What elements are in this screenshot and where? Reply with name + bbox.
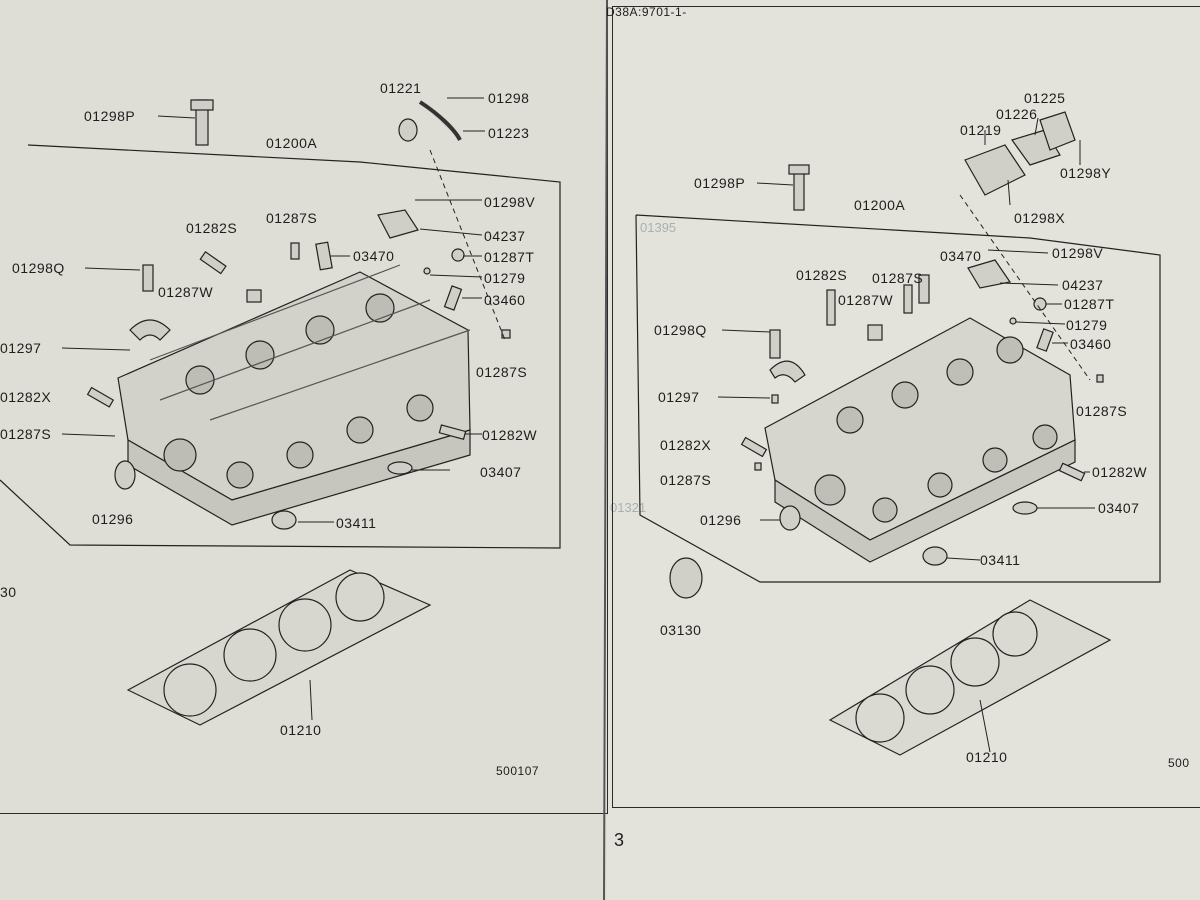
right-label-01219: 01219: [960, 122, 1002, 138]
page-number: 3: [614, 830, 625, 850]
book-spine: [603, 0, 608, 900]
left-label-01282S: 01282S: [186, 220, 238, 236]
right-label-01225: 01225: [1024, 90, 1066, 106]
left-label-04237: 04237: [484, 228, 526, 244]
right-label-01297: 01297: [658, 389, 700, 405]
left-label-01298: 01298: [488, 90, 530, 106]
left-label-01221: 01221: [380, 80, 422, 96]
right-label-01282X: 01282X: [660, 437, 712, 453]
right-label-03470: 03470: [940, 248, 982, 264]
left-label-01279: 01279: [484, 270, 526, 286]
right-label-01282W: 01282W: [1092, 464, 1148, 480]
left-label-01223: 01223: [488, 125, 530, 141]
left-assembly-box: [0, 144, 561, 549]
right-leader-lines: [717, 117, 1095, 753]
right-label-01287S-left: 01287S: [660, 472, 712, 488]
right-head-gasket: [828, 599, 1112, 756]
right-label-01287W: 01287W: [838, 292, 894, 308]
right-label-01200A: 01200A: [854, 197, 906, 213]
right-label-01298Y: 01298Y: [1060, 165, 1112, 181]
right-label-01279: 01279: [1066, 317, 1108, 333]
left-figure-id: 500107: [496, 764, 540, 778]
show-through-text: 01321: [610, 500, 647, 515]
right-label-01296: 01296: [700, 512, 742, 528]
right-label-01298Q: 01298Q: [654, 322, 707, 338]
left-label-03411: 03411: [336, 515, 377, 531]
right-label-04237: 04237: [1062, 277, 1104, 293]
left-label-01287W: 01287W: [158, 284, 214, 300]
right-housing-01219: [964, 144, 1026, 196]
left-page-border: [0, 0, 608, 814]
left-label-01210: 01210: [280, 722, 322, 738]
left-label-01200A: 01200A: [266, 135, 318, 151]
right-figure-id: 500: [1168, 756, 1190, 770]
right-label-01282S: 01282S: [796, 267, 848, 283]
right-label-01298X: 01298X: [1014, 210, 1066, 226]
right-cylinder-head: [764, 317, 1076, 563]
left-label-01282X: 01282X: [0, 389, 52, 405]
left-head-gasket: [126, 569, 432, 726]
right-label-01287T: 01287T: [1064, 296, 1115, 312]
left-label-01282W: 01282W: [482, 427, 538, 443]
right-label-01298P: 01298P: [694, 175, 746, 191]
left-label-01297: 01297: [0, 340, 42, 356]
left-small-parts: [86, 99, 511, 530]
left-cylinder-head: [117, 264, 471, 526]
left-label-01298Q: 01298Q: [12, 260, 65, 276]
left-label-01296: 01296: [92, 511, 134, 527]
right-label-03130: 03130: [660, 622, 702, 638]
left-label-03470: 03470: [353, 248, 395, 264]
right-label-03411: 03411: [980, 552, 1021, 568]
left-label-01287S-right: 01287S: [476, 364, 528, 380]
right-label-01287S-top: 01287S: [872, 270, 924, 286]
show-through-text: 01395: [640, 220, 677, 235]
right-label-03460: 03460: [1070, 336, 1112, 352]
left-bracket-04237: [377, 209, 419, 239]
right-page-border: [612, 6, 1200, 808]
left-label-03460: 03460: [484, 292, 526, 308]
right-label-01287S-right: 01287S: [1076, 403, 1128, 419]
right-label-03407: 03407: [1098, 500, 1140, 516]
right-assembly-box: [635, 214, 1161, 583]
right-label-01298V: 01298V: [1052, 245, 1104, 261]
left-label-01298V: 01298V: [484, 194, 536, 210]
left-leader-lines: [61, 97, 506, 721]
left-label-01287S-left: 01287S: [0, 426, 52, 442]
header-code: D38A:9701-1-: [606, 5, 687, 19]
left-label-edge-30: 30: [0, 584, 17, 600]
left-label-01298P: 01298P: [84, 108, 136, 124]
right-label-01226: 01226: [996, 106, 1038, 122]
right-label-01210: 01210: [966, 749, 1008, 765]
left-label-01287T: 01287T: [484, 249, 535, 265]
left-label-03407: 03407: [480, 464, 522, 480]
left-label-01287S-top: 01287S: [266, 210, 318, 226]
